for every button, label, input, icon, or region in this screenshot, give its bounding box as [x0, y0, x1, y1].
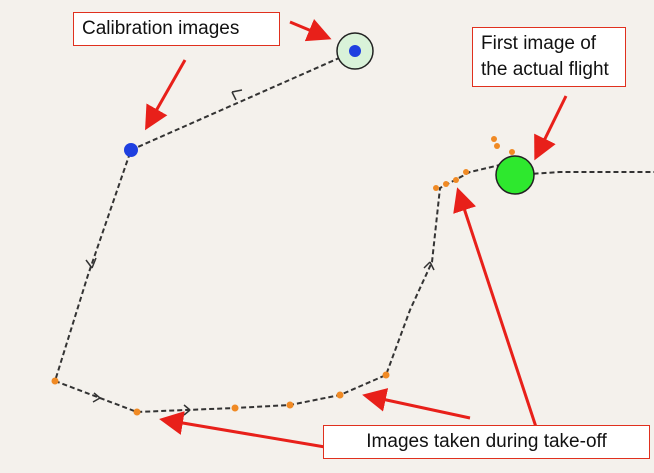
takeoff-images-label: Images taken during take-off: [323, 425, 650, 459]
annotation-arrow: [145, 59, 187, 131]
annotation-arrow: [453, 187, 538, 428]
takeoff-points: [51, 136, 515, 416]
flight-path-line: [53, 50, 654, 414]
takeoff-point: [382, 371, 390, 379]
annotation-arrow: [289, 19, 332, 42]
takeoff-point: [509, 149, 515, 155]
takeoff-point: [453, 177, 459, 183]
first-image-label-line1: First image of: [481, 33, 597, 54]
takeoff-point: [433, 185, 439, 191]
calibration-point: [124, 143, 138, 157]
direction-arrow-icon: [183, 404, 191, 416]
takeoff-point: [491, 136, 497, 142]
takeoff-point: [336, 391, 344, 399]
first-image-label-line2: the actual flight: [481, 59, 609, 80]
annotation-arrows: [145, 19, 568, 449]
direction-arrow-icon: [92, 392, 101, 403]
takeoff-point: [51, 377, 59, 385]
takeoff-point: [286, 401, 294, 409]
direction-arrow-icon: [423, 261, 435, 271]
calibration-images-label: Calibration images: [73, 12, 280, 46]
direction-arrow-icon: [231, 89, 243, 101]
direction-arrow-icon: [85, 257, 97, 269]
calibration-point: [349, 45, 361, 57]
direction-arrows: [85, 89, 435, 416]
takeoff-point: [443, 181, 449, 187]
annotation-arrow: [159, 411, 326, 449]
takeoff-point: [133, 408, 141, 416]
first-image-label: First image of the actual flight: [472, 27, 626, 87]
takeoff-point: [231, 404, 239, 412]
takeoff-point: [463, 169, 469, 175]
first-image-point: [495, 155, 535, 195]
annotation-arrow: [362, 388, 471, 420]
takeoff-point: [494, 143, 500, 149]
annotation-arrow: [534, 95, 568, 161]
